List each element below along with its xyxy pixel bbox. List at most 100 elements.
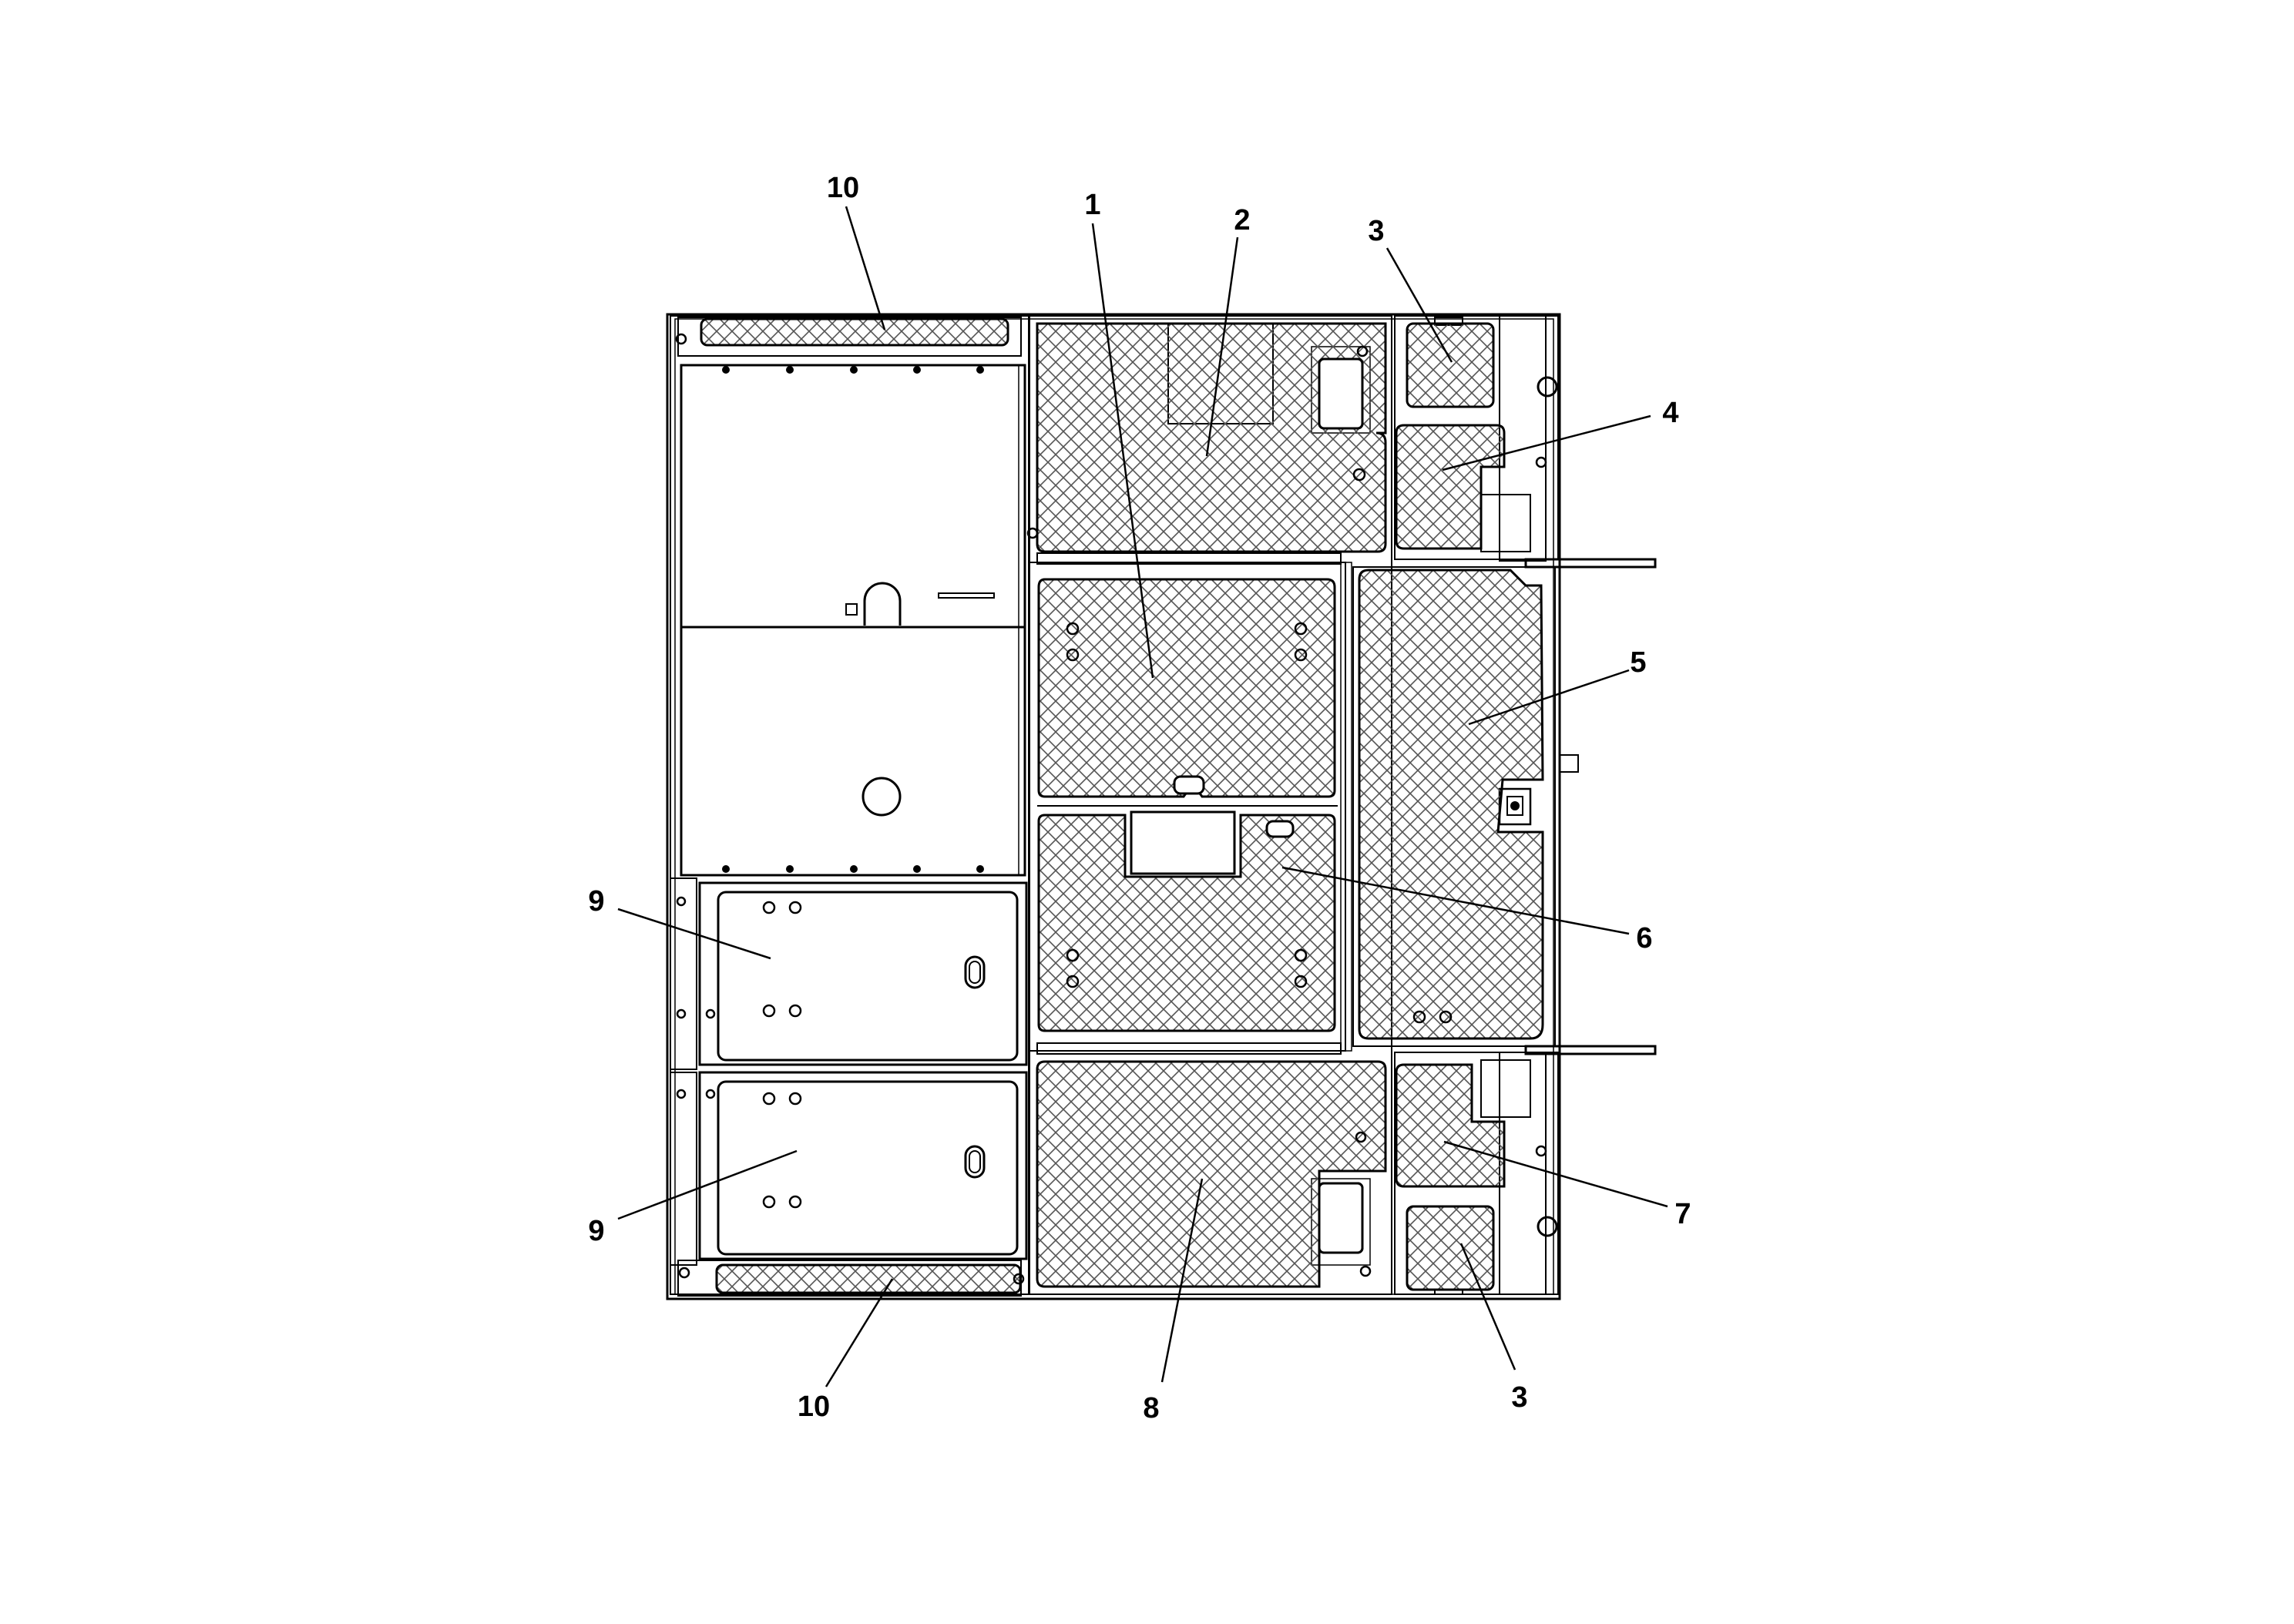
bolt [850, 865, 858, 873]
callout-6: 6 [1636, 922, 1652, 955]
leader-5 [1468, 669, 1630, 726]
panel-9-hole [762, 901, 776, 914]
frame-fastener [1013, 1273, 1025, 1285]
left-hinge-strip-2 [670, 1072, 697, 1266]
callout-8: 8 [1143, 1392, 1159, 1424]
panel-9-hole [788, 1004, 802, 1018]
panel-5-latch-inner [1506, 796, 1523, 816]
large-cover-panel [680, 364, 1026, 877]
access-panel-9-top-grip [964, 955, 986, 989]
panel-2-window-fill [1318, 357, 1364, 430]
panel-9-hole [788, 901, 802, 914]
mesh-panel-3-top [1406, 322, 1495, 408]
callout-9-top: 9 [588, 885, 604, 918]
leader-10-top [845, 206, 886, 331]
mesh-strip-10-bottom [715, 1263, 1022, 1294]
panel-6-fastener [1066, 975, 1080, 988]
mesh-strip-10-top [700, 317, 1009, 347]
bolt [850, 366, 858, 374]
panel-9-hole [788, 1195, 802, 1209]
right-rail-top [1524, 558, 1657, 569]
panel-9-hole [676, 1089, 687, 1099]
fasteners [675, 333, 1547, 1285]
panel-8-window-fill [1318, 1182, 1364, 1254]
cover-handle [863, 582, 902, 626]
panel-9-hole [676, 896, 687, 907]
panel-1-fastener [1294, 648, 1308, 662]
center-side-rail [1340, 562, 1352, 1052]
panel-9-hole [762, 1195, 776, 1209]
panel-6-fastener [1294, 948, 1308, 962]
callout-labels: 10 1 2 3 4 5 6 7 3 8 10 9 9 [588, 172, 1691, 1424]
mid-rail-top [1036, 552, 1342, 565]
panel-9-hole [762, 1004, 776, 1018]
bolt [913, 865, 921, 873]
panel-9-hole [676, 1008, 687, 1019]
mid-rail-bottom [1036, 1042, 1342, 1055]
panel-outlines [666, 313, 1657, 1300]
callout-9-bottom: 9 [588, 1215, 604, 1247]
right-column-frame [1394, 315, 1559, 560]
frame-fastener [1026, 527, 1039, 539]
bolt [913, 366, 921, 374]
bolt [722, 366, 730, 374]
mesh-panel-8 [1036, 1060, 1387, 1288]
right-side-tab [1559, 754, 1579, 773]
access-panel-9-top [717, 891, 1019, 1062]
bolt [786, 865, 794, 873]
frame-fastener [1355, 1131, 1367, 1143]
bolt [976, 865, 984, 873]
panel-1-fastener [1066, 622, 1080, 636]
left-hinge-strip [670, 877, 697, 1070]
frame-fastener [1359, 1265, 1372, 1277]
panel-9-hole [705, 1008, 716, 1019]
mesh-panel-4 [1395, 424, 1506, 550]
mesh-panels [700, 317, 1544, 1294]
latch-pin [1510, 801, 1520, 810]
access-panel-9-top-frame [698, 881, 1028, 1066]
bolt [976, 366, 984, 374]
right-top-block [1480, 494, 1531, 552]
mesh-panel-3-bottom [1406, 1205, 1495, 1291]
leader-3-top [1385, 247, 1453, 363]
right-top-fastener [1537, 376, 1558, 398]
cover-latch-icon [845, 603, 858, 616]
right-bottom-housing [1499, 1052, 1547, 1295]
callout-4: 4 [1662, 397, 1678, 429]
panel-5-frame [1352, 566, 1556, 1047]
cover-slot [938, 592, 995, 599]
access-panel-9-top-grip-inner [969, 961, 981, 984]
panel-6-tab [1265, 820, 1295, 838]
access-panel-9-bottom [717, 1080, 1019, 1256]
bolt [786, 366, 794, 374]
callout-7: 7 [1674, 1198, 1691, 1230]
bolt-row [722, 366, 1520, 873]
outer-frame [666, 313, 1561, 1300]
callout-3-top: 3 [1368, 215, 1384, 247]
panel-6-cutout [1130, 810, 1236, 875]
panel-6-fastener [1294, 975, 1308, 988]
leader-9-bottom [617, 1149, 798, 1220]
frame-fastener [1356, 345, 1369, 357]
panel-1-grip [1173, 775, 1205, 795]
right-column-frame-bottom [1394, 1052, 1559, 1295]
leader-9-top [617, 908, 771, 960]
bolt [722, 865, 730, 873]
panel-9-hole [788, 1092, 802, 1106]
leader-10-bottom [825, 1278, 894, 1387]
right-bottom-block [1480, 1059, 1531, 1118]
panel-6-fastener [1066, 948, 1080, 962]
mesh-panel-7 [1395, 1063, 1506, 1188]
panel-9-hole [762, 1092, 776, 1106]
frame-fastener [1535, 456, 1547, 468]
leader-8 [1160, 1178, 1204, 1383]
leader-lines [617, 206, 1668, 1387]
mesh-panel-2 [1036, 322, 1387, 553]
leader-3-bottom [1459, 1243, 1516, 1371]
mesh-panel-5 [1358, 569, 1544, 1040]
callout-10-top: 10 [827, 172, 859, 204]
panel-5-fastener [1439, 1010, 1453, 1024]
cover-round-port [862, 777, 902, 817]
panel-5-fastener [1412, 1010, 1426, 1024]
